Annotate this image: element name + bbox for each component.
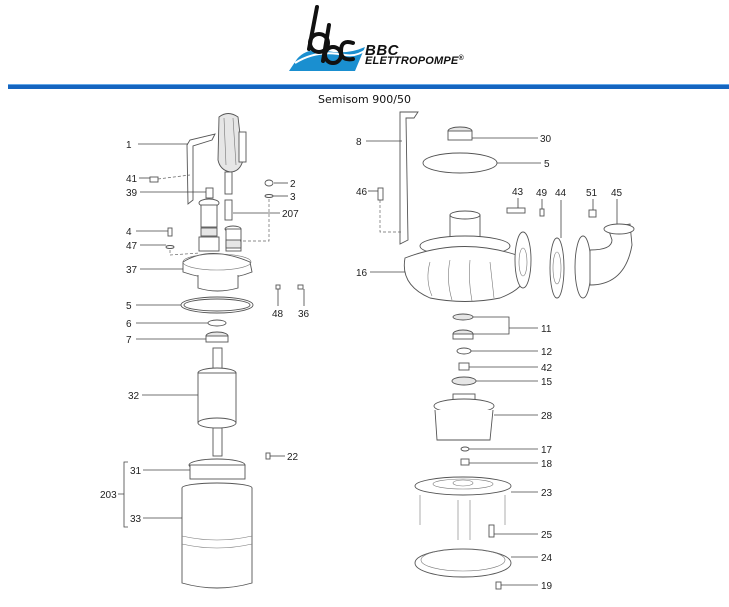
- part-screw-25: [488, 524, 495, 538]
- label-36: 36: [298, 309, 310, 320]
- label-8: 8: [356, 137, 362, 148]
- part-shaft-39: [205, 187, 214, 199]
- label-22: 22: [287, 452, 299, 463]
- label-203: 203: [100, 490, 117, 501]
- part-screw-46: [377, 187, 384, 201]
- part-gasket-44: [549, 237, 565, 299]
- label-47: 47: [126, 241, 138, 252]
- part-cover-clip: [238, 131, 247, 163]
- part-screw-4: [167, 227, 173, 237]
- label-25: 25: [541, 530, 553, 541]
- part-bracket-8: [399, 111, 419, 245]
- label-1: 1: [126, 140, 132, 151]
- part-cable-lower: [224, 199, 233, 221]
- label-31: 31: [130, 466, 142, 477]
- label-19: 19: [541, 581, 553, 592]
- label-17: 17: [541, 445, 553, 456]
- part-washer-47: [165, 245, 175, 249]
- part-oring-5-right: [422, 152, 498, 174]
- label-3: 3: [290, 192, 296, 203]
- part-handle: [186, 133, 216, 205]
- label-23: 23: [541, 488, 553, 499]
- label-207: 207: [282, 209, 299, 220]
- part-screw-41: [149, 176, 159, 183]
- logo-brand-name: ELETTROPOMPE: [365, 55, 459, 67]
- part-screw-19: [495, 581, 502, 590]
- page-title: Semisom 900/50: [318, 93, 411, 106]
- part-42: [458, 362, 470, 371]
- label-28: 28: [541, 411, 553, 422]
- part-bolt-43: [506, 207, 526, 214]
- logo-brand-line2: ELETTROPOMPE®: [365, 55, 464, 67]
- label-45: 45: [611, 188, 623, 199]
- label-39: 39: [126, 188, 138, 199]
- part-elbow-flange: [574, 235, 592, 299]
- part-pump-housing-16: [403, 246, 528, 302]
- label-44: 44: [555, 188, 567, 199]
- label-12: 12: [541, 347, 553, 358]
- label-32: 32: [128, 391, 140, 402]
- label-2: 2: [290, 179, 296, 190]
- label-37: 37: [126, 265, 138, 276]
- label-46: 46: [356, 187, 368, 198]
- label-33: 33: [130, 514, 142, 525]
- label-4: 4: [126, 227, 132, 238]
- header-divider: [8, 84, 729, 89]
- part-stator-33: [181, 488, 253, 589]
- part-ring-6: [207, 319, 227, 327]
- part-housing-flange: [514, 231, 532, 289]
- label-5: 5: [126, 301, 132, 312]
- part-seal-11a: [452, 313, 474, 321]
- right-pump-assembly: [377, 111, 635, 590]
- part-22: [265, 452, 271, 460]
- part-top-cover-37: [182, 253, 253, 279]
- label-51: 51: [586, 188, 598, 199]
- label-49: 49: [536, 188, 548, 199]
- label-42: 42: [541, 363, 553, 374]
- logo-brand-line1: BBC: [365, 42, 399, 59]
- callout-labels: 1 41 39 2 3 207 4 47 37 5 6 7 48 36 32 2…: [100, 134, 623, 592]
- part-17: [460, 446, 470, 452]
- part-15: [451, 376, 477, 386]
- part-48: [275, 284, 281, 290]
- label-30: 30: [540, 134, 552, 145]
- part-rotor-32: [197, 372, 237, 424]
- part-elbow-45: [589, 223, 633, 286]
- part-18: [460, 458, 470, 466]
- bbc-logo-icon: [289, 5, 368, 71]
- part-nut-51: [588, 209, 597, 218]
- label-5-right: 5: [544, 159, 550, 170]
- label-11: 11: [541, 324, 552, 335]
- part-washer-3: [264, 194, 274, 198]
- label-18: 18: [541, 459, 553, 470]
- label-15: 15: [541, 377, 553, 388]
- registered-mark: ®: [458, 55, 464, 62]
- part-12: [456, 347, 472, 355]
- label-24: 24: [541, 553, 553, 564]
- label-16: 16: [356, 268, 368, 279]
- label-48: 48: [272, 309, 284, 320]
- part-49: [539, 208, 545, 217]
- part-36: [297, 284, 304, 290]
- part-cable: [224, 171, 233, 195]
- label-41: 41: [126, 174, 138, 185]
- label-7: 7: [126, 335, 132, 346]
- left-motor-assembly: [149, 113, 304, 589]
- part-nut-2: [264, 179, 274, 187]
- part-rotor-shaft: [212, 347, 223, 371]
- label-6: 6: [126, 319, 132, 330]
- label-43: 43: [512, 187, 524, 198]
